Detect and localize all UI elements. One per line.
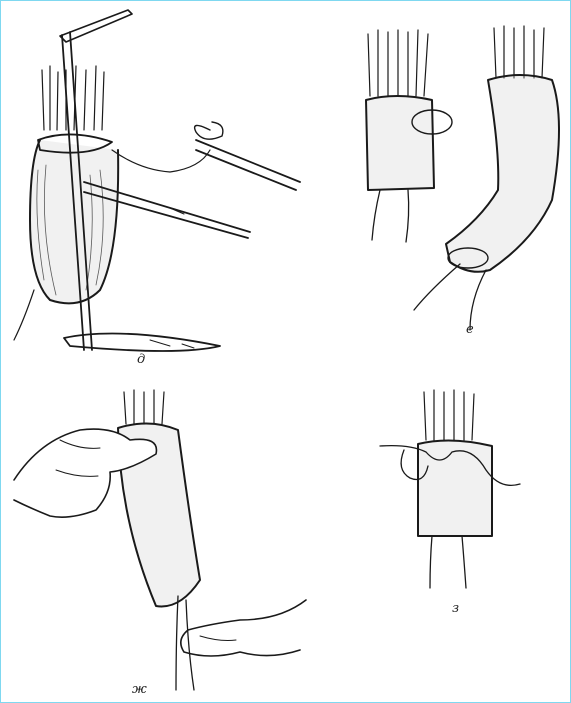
panel-label-zh: ж — [132, 682, 147, 697]
panel-d-drawing — [14, 10, 300, 351]
panel-label-z: з — [452, 601, 459, 616]
panel-label-e: е — [466, 322, 474, 337]
panel-zh-drawing — [14, 390, 306, 690]
panel-z-drawing — [380, 390, 520, 588]
panel-label-d: д — [137, 352, 145, 367]
panel-e-drawing — [366, 26, 559, 330]
